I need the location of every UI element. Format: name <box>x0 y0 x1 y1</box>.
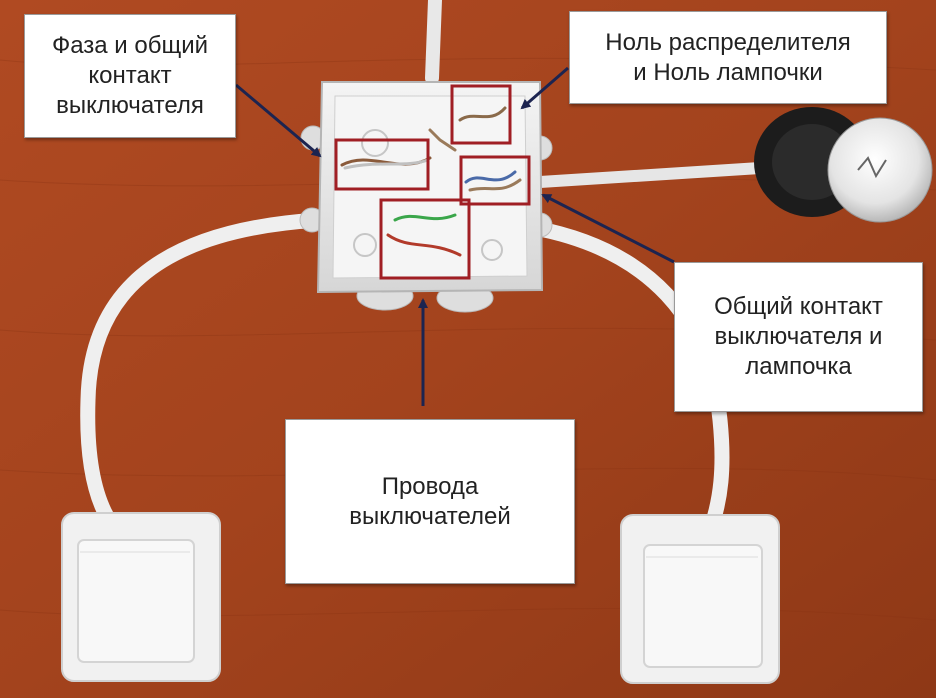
highlight-frames <box>334 84 531 280</box>
arrow-neutral <box>520 66 569 110</box>
arrows <box>235 66 675 406</box>
frame-switch-wires <box>379 198 471 280</box>
callout-common-contact-text: Общий контакт выключателя и лампочка <box>714 293 883 380</box>
callout-phase: Фаза и общий контакт выключателя <box>24 14 236 138</box>
callout-switch-wires-text: Провода выключателей <box>349 472 511 530</box>
callout-neutral-text: Ноль распределителя и Ноль лампочки <box>605 28 851 86</box>
wires-inside <box>340 106 522 257</box>
cable-lamp <box>534 162 766 188</box>
lamp <box>754 107 933 223</box>
callout-common-contact: Общий контакт выключателя и лампочка <box>674 262 923 412</box>
arrow-common <box>541 193 675 264</box>
callout-phase-text: Фаза и общий контакт выключателя <box>51 32 209 119</box>
callout-neutral: Ноль распределителя и Ноль лампочки <box>569 11 887 104</box>
frame-neutral <box>450 84 512 145</box>
right-switch <box>620 514 780 684</box>
arrow-phase <box>235 83 322 158</box>
cable-top <box>425 0 442 85</box>
cable-left-switch <box>80 212 328 533</box>
callout-switch-wires: Провода выключателей <box>285 419 575 584</box>
left-switch <box>61 512 221 682</box>
frame-phase <box>334 138 430 191</box>
frame-common <box>459 155 531 206</box>
